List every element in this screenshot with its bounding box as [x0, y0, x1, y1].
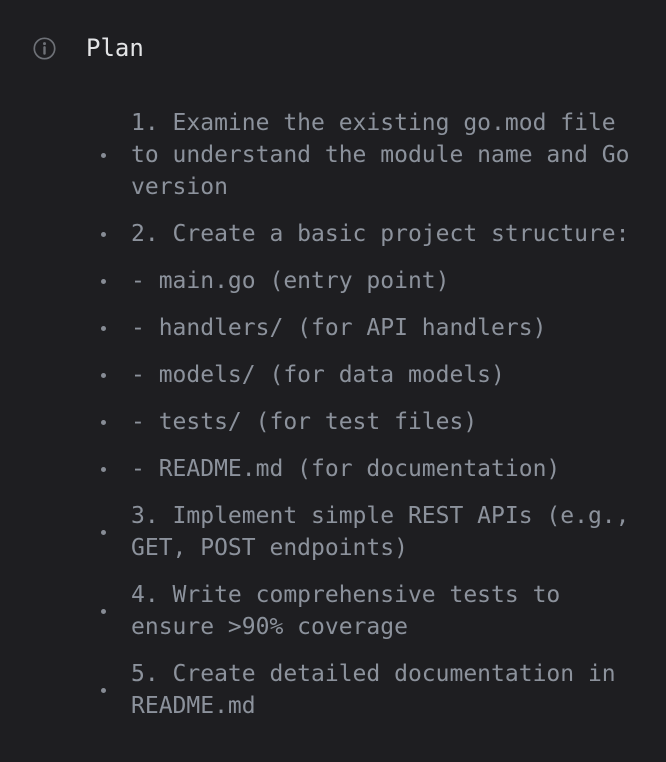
plan-list: 1. Examine the existing go.mod file to u…	[0, 107, 666, 722]
bullet-icon	[101, 608, 106, 614]
plan-item-text: - models/ (for data models)	[131, 362, 505, 388]
plan-item: 2. Create a basic project structure:	[101, 218, 646, 250]
plan-item-text: 1. Examine the existing go.mod file to u…	[131, 110, 630, 200]
plan-item-text: 4. Write comprehensive tests to ensure >…	[131, 582, 561, 640]
bullet-icon	[101, 687, 106, 693]
bullet-icon	[101, 419, 106, 425]
plan-panel: Plan 1. Examine the existing go.mod file…	[0, 36, 666, 762]
plan-item: - handlers/ (for API handlers)	[101, 312, 646, 344]
info-icon	[33, 36, 56, 60]
plan-item: 5. Create detailed documentation in READ…	[101, 658, 646, 722]
bullet-icon	[101, 529, 106, 535]
plan-item-text: 2. Create a basic project structure:	[131, 221, 630, 247]
plan-item-text: - main.go (entry point)	[131, 268, 450, 294]
bullet-icon	[101, 325, 106, 331]
plan-header: Plan	[33, 36, 666, 60]
plan-item-text: - tests/ (for test files)	[131, 409, 478, 435]
plan-item: - main.go (entry point)	[101, 265, 646, 297]
bullet-icon	[101, 231, 106, 237]
bullet-icon	[101, 466, 106, 472]
plan-item-text: - handlers/ (for API handlers)	[131, 315, 547, 341]
bullet-icon	[101, 152, 106, 158]
bullet-icon	[101, 278, 106, 284]
plan-item: - models/ (for data models)	[101, 359, 646, 391]
bullet-icon	[101, 372, 106, 378]
plan-item: - tests/ (for test files)	[101, 406, 646, 438]
plan-item: 4. Write comprehensive tests to ensure >…	[101, 579, 646, 643]
plan-item-text: 3. Implement simple REST APIs (e.g., GET…	[131, 503, 630, 561]
plan-item-text: 5. Create detailed documentation in READ…	[131, 661, 616, 719]
plan-item: 1. Examine the existing go.mod file to u…	[101, 107, 646, 203]
plan-title: Plan	[86, 34, 144, 62]
plan-item: - README.md (for documentation)	[101, 453, 646, 485]
plan-item: 3. Implement simple REST APIs (e.g., GET…	[101, 500, 646, 564]
plan-item-text: - README.md (for documentation)	[131, 456, 561, 482]
